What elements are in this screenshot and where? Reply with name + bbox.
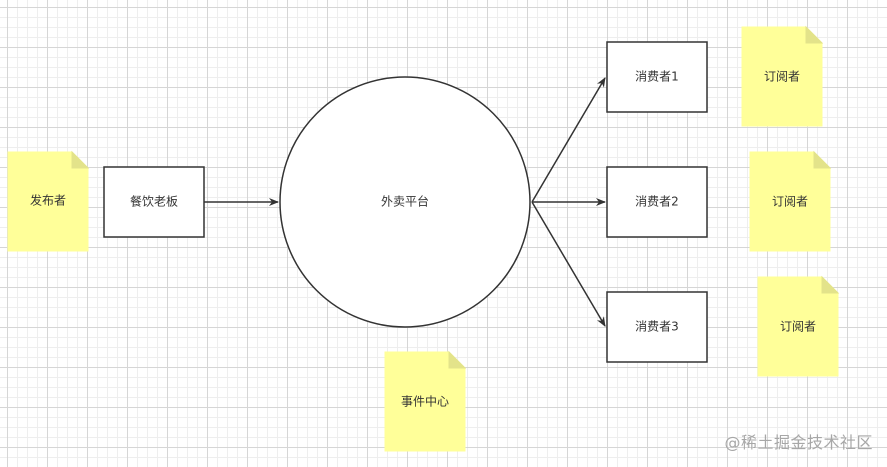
- subscriber-note-3-label: 订阅者: [780, 320, 816, 334]
- platform-label: 外卖平台: [381, 194, 429, 209]
- platform-circle[interactable]: 外卖平台: [279, 76, 531, 328]
- event-center-note-label: 事件中心: [401, 394, 449, 409]
- subscriber-note-1-label: 订阅者: [764, 70, 800, 84]
- event-center-note[interactable]: 事件中心: [384, 350, 467, 452]
- edge-platform-to-consumer-3: [531, 201, 606, 327]
- edge-platform-to-consumer-1: [531, 77, 606, 203]
- consumer-1-label: 消费者1: [635, 70, 679, 84]
- publisher-note-label: 发布者: [30, 193, 66, 208]
- consumer-3-label: 消费者3: [635, 320, 679, 334]
- restaurant-owner-box[interactable]: 餐饮老板: [103, 166, 205, 238]
- subscriber-note-3[interactable]: 订阅者: [757, 275, 840, 377]
- consumer-1-box[interactable]: 消费者1: [606, 41, 708, 113]
- publisher-note[interactable]: 发布者: [7, 150, 90, 252]
- consumer-2-box[interactable]: 消费者2: [606, 166, 708, 238]
- restaurant-owner-label: 餐饮老板: [130, 194, 178, 209]
- subscriber-note-1[interactable]: 订阅者: [741, 25, 824, 127]
- consumer-3-box[interactable]: 消费者3: [606, 291, 708, 363]
- watermark: @稀土掘金技术社区: [724, 433, 873, 452]
- subscriber-note-2-label: 订阅者: [772, 195, 808, 209]
- consumer-2-label: 消费者2: [635, 195, 679, 209]
- subscriber-note-2[interactable]: 订阅者: [749, 150, 832, 252]
